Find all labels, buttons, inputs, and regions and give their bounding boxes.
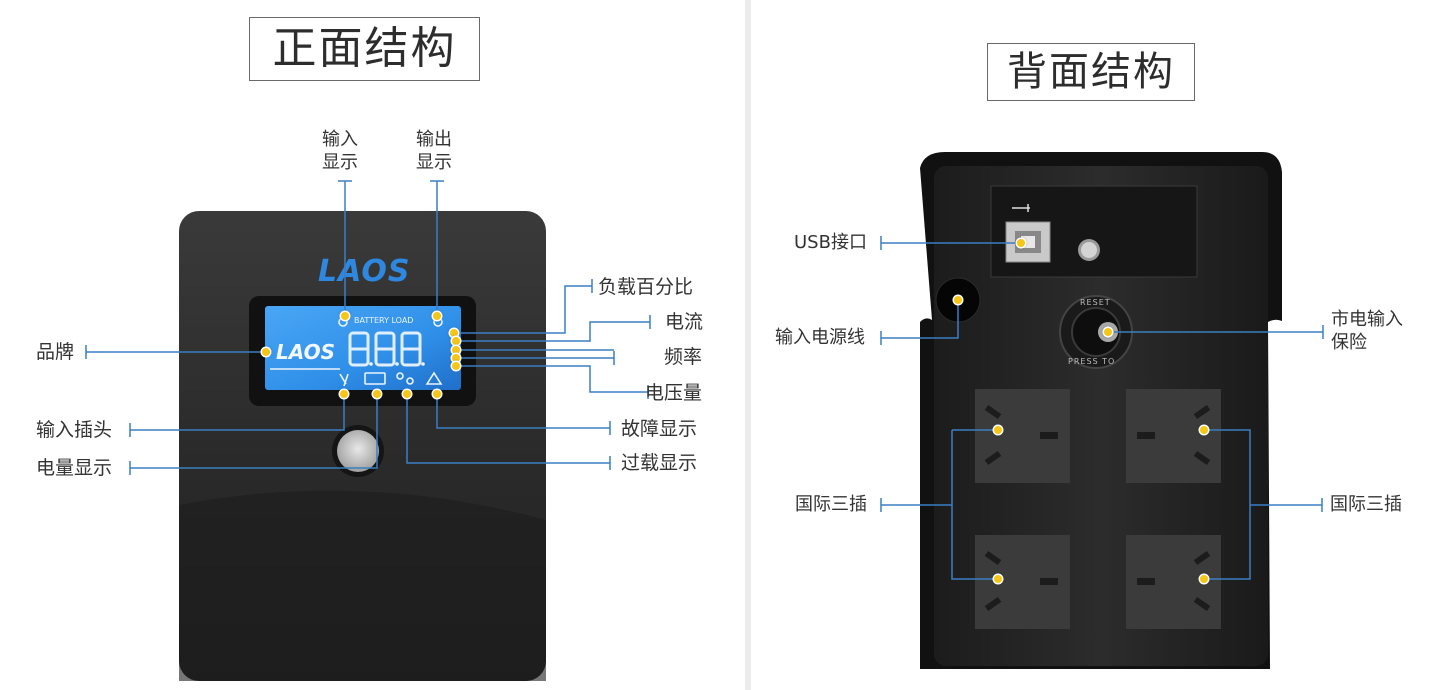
- dot-socket-4: [1200, 575, 1208, 583]
- label-fault-display: 故障显示: [621, 418, 698, 440]
- panel-divider: [745, 0, 751, 690]
- dot-socket-2: [994, 575, 1002, 583]
- label-input-display: 输入 显示: [322, 129, 358, 173]
- dot-brand: [262, 348, 270, 356]
- label-intl-socket-right: 国际三插: [1330, 494, 1402, 515]
- label-brand: 品牌: [36, 341, 75, 363]
- fuse-press-text: PRESS TO: [1068, 357, 1116, 366]
- label-power-cord: 输入电源线: [775, 327, 865, 348]
- dot-frequency: [452, 346, 460, 354]
- label-voltage: 电压量: [645, 382, 703, 404]
- label-mains-fuse: 市电输入 保险: [1331, 309, 1403, 353]
- label-load-percent: 负载百分比: [598, 276, 694, 298]
- label-intl-socket-left: 国际三插: [795, 494, 867, 515]
- dot-output-display: [433, 312, 441, 320]
- label-overload-display: 过载显示: [621, 452, 698, 474]
- back-ups-body: [920, 152, 1282, 669]
- dot-current: [452, 337, 460, 345]
- dot-power-cord: [954, 296, 962, 304]
- label-usb-port: USB接口: [794, 232, 867, 253]
- front-title: 正面结构: [249, 17, 480, 81]
- brand-logo: LAOS: [318, 254, 411, 289]
- power-button: [337, 430, 379, 472]
- lcd-brand-logo: LAOS: [276, 340, 336, 364]
- dot-usb: [1017, 239, 1025, 247]
- dot-socket-3: [1200, 426, 1208, 434]
- back-title: 背面结构: [987, 43, 1195, 101]
- fuse-reset-text: RESET: [1080, 298, 1111, 307]
- dot-input-display: [341, 312, 349, 320]
- label-battery-level: 电量显示: [36, 457, 113, 479]
- lcd-battery-load-text: BATTERY LOAD: [354, 316, 414, 325]
- label-output-display: 输出 显示: [416, 129, 452, 173]
- label-frequency: 频率: [664, 346, 703, 368]
- dot-frequency2: [452, 354, 460, 362]
- dot-fault: [433, 390, 441, 398]
- dot-load-percent: [450, 329, 458, 337]
- label-input-plug: 输入插头: [36, 419, 113, 441]
- dot-voltage: [452, 362, 460, 370]
- dot-socket-1: [994, 426, 1002, 434]
- label-current: 电流: [665, 311, 704, 333]
- dot-battery-level: [373, 390, 381, 398]
- dot-fuse: [1104, 328, 1112, 336]
- dot-overload: [403, 390, 411, 398]
- dot-input-plug: [340, 390, 348, 398]
